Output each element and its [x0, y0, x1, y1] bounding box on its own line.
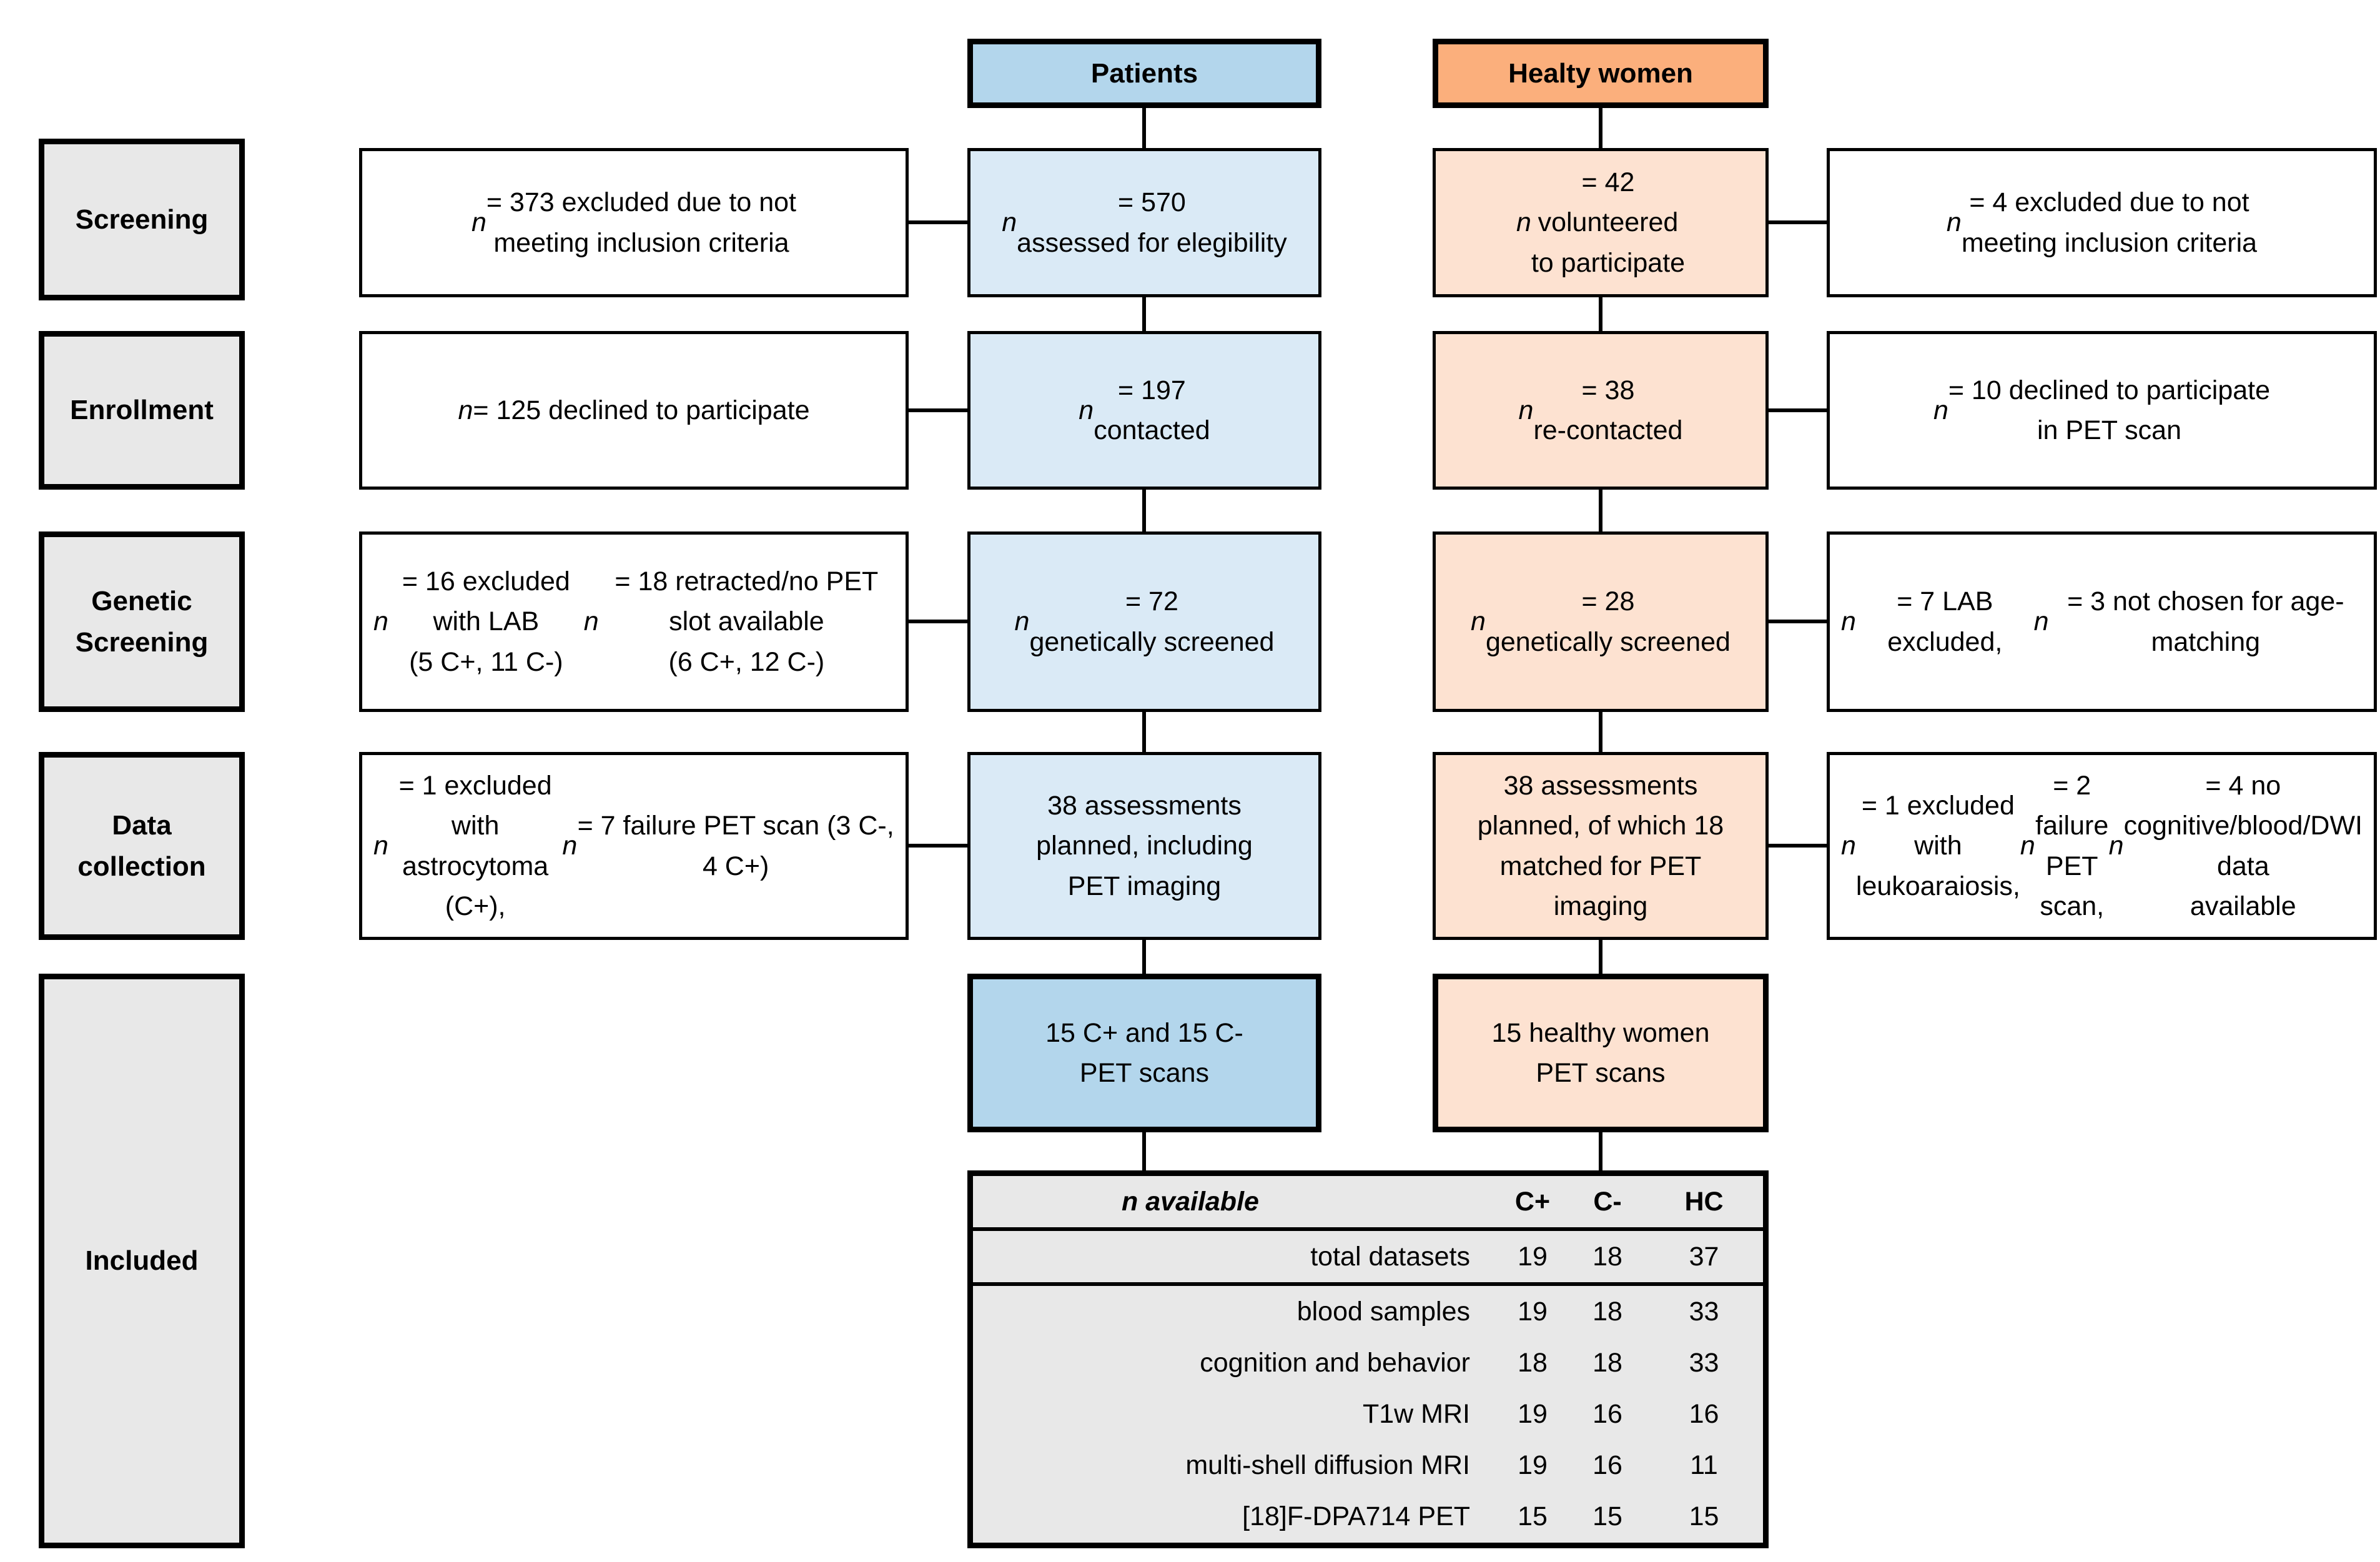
table-cell: 19	[1518, 1399, 1548, 1430]
table-cell: 33	[1689, 1347, 1719, 1378]
table-cell: 19	[1518, 1241, 1548, 1272]
table-row: multi-shell diffusion MRI 19 16 11	[973, 1440, 1763, 1491]
stage-label-genetic-screening: Genetic Screening	[39, 531, 245, 712]
table-cell: 16	[1592, 1450, 1622, 1481]
table-cell: 19	[1518, 1296, 1548, 1327]
connector-line	[1599, 490, 1602, 533]
table-cell: 15	[1518, 1501, 1548, 1532]
healthy-enrollment-box: n = 38 re-contacted	[1433, 331, 1769, 490]
table-cell: 11	[1690, 1450, 1718, 1481]
table-cell: 15	[1592, 1501, 1622, 1532]
table-row-label: multi-shell diffusion MRI	[1185, 1450, 1470, 1481]
table-cell: 33	[1689, 1296, 1719, 1327]
connector-line	[1142, 108, 1146, 152]
stage-label-data-collection: Data collection	[39, 752, 245, 940]
patients-column-header: Patients	[967, 39, 1321, 108]
connector-line	[906, 220, 970, 224]
patients-enrollment-box: n = 197 contacted	[967, 331, 1321, 490]
table-row: total datasets 19 18 37	[973, 1231, 1763, 1287]
healthy-screening-box: n = 42 volunteered to participate	[1433, 148, 1769, 297]
patients-genetic-box: n = 72 genetically screened	[967, 531, 1321, 712]
patients-enrollment-excluded-box: n = 125 declined to participate	[359, 331, 909, 490]
table-header-row: n available C+ C- HC	[973, 1176, 1763, 1232]
table-column-header-hc: HC	[1684, 1186, 1724, 1217]
stage-label-enrollment: Enrollment	[39, 331, 245, 490]
connector-line	[1765, 620, 1830, 623]
patients-data-excluded-box: n = 1 excluded with astrocytoma (C+), n …	[359, 752, 909, 940]
connector-line	[1765, 220, 1830, 224]
table-cell: 16	[1592, 1399, 1622, 1430]
patients-screening-excluded-box: n = 373 excluded due to not meeting incl…	[359, 148, 909, 297]
healthy-data-box: 38 assessments planned, of which 18 matc…	[1433, 752, 1769, 940]
table-cell: 18	[1592, 1241, 1622, 1272]
healthy-screening-excluded-box: n = 4 excluded due to not meeting inclus…	[1827, 148, 2377, 297]
connector-line	[1599, 940, 1602, 976]
stage-label-screening: Screening	[39, 139, 245, 300]
table-row-label: blood samples	[1296, 1296, 1470, 1327]
patients-included-box: 15 C+ and 15 C- PET scans	[967, 974, 1321, 1132]
connector-line	[1599, 108, 1602, 152]
table-row-label: total datasets	[1310, 1241, 1470, 1272]
table-row: blood samples 19 18 33	[973, 1286, 1763, 1337]
connector-line	[906, 408, 970, 412]
table-row: cognition and behavior 18 18 33	[973, 1337, 1763, 1388]
table-cell: 18	[1518, 1347, 1548, 1378]
table-row: T1w MRI 19 16 16	[973, 1389, 1763, 1440]
healthy-enrollment-excluded-box: n = 10 declined to participate in PET sc…	[1827, 331, 2377, 490]
healthy-data-excluded-box: n = 1 excluded with leukoaraiosis, n = 2…	[1827, 752, 2377, 940]
table-cell: 18	[1592, 1296, 1622, 1327]
table-row: [18]F-DPA714 PET 15 15 15	[973, 1491, 1763, 1543]
stage-label-included: Included	[39, 974, 245, 1548]
table-column-header-c-plus: C+	[1514, 1186, 1551, 1217]
connector-line	[906, 844, 970, 848]
patients-data-box: 38 assessments planned, including PET im…	[967, 752, 1321, 940]
connector-line	[1142, 297, 1146, 335]
table-cell: 15	[1689, 1501, 1719, 1532]
table-cell: 18	[1592, 1347, 1622, 1378]
table-cell: 16	[1689, 1399, 1719, 1430]
table-header-label: n available	[1122, 1186, 1259, 1217]
table-row-label: [18]F-DPA714 PET	[1242, 1501, 1470, 1532]
healthy-genetic-excluded-box: n = 7 LAB excluded, n = 3 not chosen for…	[1827, 531, 2377, 712]
connector-line	[1599, 712, 1602, 754]
connector-line	[1142, 940, 1146, 976]
connector-line	[1599, 297, 1602, 335]
results-table: n available C+ C- HC total datasets 19 1…	[967, 1170, 1769, 1548]
connector-line	[1142, 490, 1146, 533]
table-cell: 19	[1518, 1450, 1548, 1481]
table-row-label: cognition and behavior	[1200, 1347, 1470, 1378]
healthy-women-column-header: Healty women	[1433, 39, 1769, 108]
connector-line	[1765, 408, 1830, 412]
connector-line	[1599, 1132, 1602, 1173]
connector-line	[906, 620, 970, 623]
connector-line	[1765, 844, 1830, 848]
patients-screening-box: n = 570 assessed for elegibility	[967, 148, 1321, 297]
healthy-included-box: 15 healthy women PET scans	[1433, 974, 1769, 1132]
table-column-header-c-minus: C-	[1593, 1186, 1622, 1217]
table-row-label: T1w MRI	[1363, 1399, 1470, 1430]
patients-genetic-excluded-box: n = 16 excluded with LAB (5 C+, 11 C-) n…	[359, 531, 909, 712]
healthy-genetic-box: n = 28 genetically screened	[1433, 531, 1769, 712]
connector-line	[1142, 1132, 1146, 1173]
table-cell: 37	[1689, 1241, 1719, 1272]
connector-line	[1142, 712, 1146, 754]
